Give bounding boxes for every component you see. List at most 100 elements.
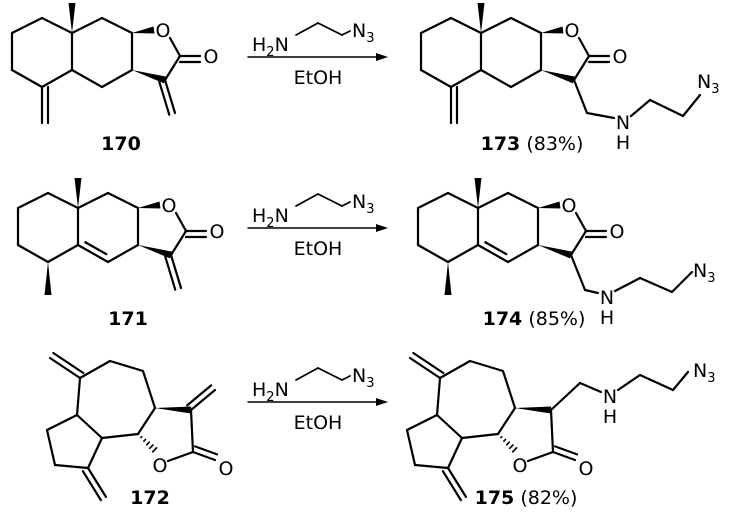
hashed-bond — [505, 441, 511, 446]
lactone-wedge — [515, 406, 552, 414]
reagent-amine: H2N — [252, 205, 289, 231]
compound-number: 171 — [108, 308, 148, 330]
bond — [100, 16, 134, 35]
bond — [70, 68, 104, 89]
bond — [435, 376, 442, 417]
arrow-head-icon — [376, 224, 388, 232]
bond — [16, 191, 50, 210]
bond — [168, 36, 182, 58]
ring-oxygen: O — [565, 20, 580, 42]
carbonyl-second — [553, 445, 579, 456]
carbonyl-second — [193, 445, 219, 456]
bond — [166, 450, 195, 463]
exocyclic-methylene — [169, 253, 183, 290]
side-chain-bond — [578, 381, 603, 394]
ring-oxygen: O — [153, 455, 168, 477]
bond — [438, 359, 472, 380]
amine-h: H — [252, 205, 266, 227]
bond — [572, 54, 591, 82]
bond — [10, 68, 44, 89]
compound-number: 175 — [475, 487, 515, 509]
amine-hydrogen: H — [616, 132, 630, 154]
compound-label: 174 (85%) — [483, 308, 586, 330]
bond — [174, 211, 188, 233]
bond — [100, 432, 140, 440]
reagent-solvent: EtOH — [294, 412, 343, 434]
compound-number: 170 — [101, 133, 141, 155]
methyl-wedge — [74, 178, 82, 208]
exocyclic-methylene — [189, 388, 217, 412]
bond — [419, 68, 453, 89]
hashed-bond — [145, 441, 151, 446]
exocyclic-methylene-second — [158, 80, 171, 116]
side-chain-bond — [629, 98, 652, 118]
ring-double-bond-inner — [484, 241, 508, 256]
bond — [40, 68, 74, 89]
amine-h-subscript: 2 — [266, 390, 274, 405]
bond — [509, 68, 543, 89]
side-chain-bond — [616, 373, 642, 392]
bond — [45, 413, 79, 432]
azide-subscript: 3 — [707, 271, 715, 286]
bond — [549, 408, 555, 454]
exocyclic-methylene-second — [441, 470, 463, 502]
bond — [449, 16, 483, 35]
methyl-wedge — [477, 3, 485, 33]
azide-group: N3 — [697, 71, 720, 97]
amine-n: N — [275, 205, 289, 227]
azide-subscript: 3 — [711, 82, 719, 97]
ring-oxygen: O — [156, 20, 171, 42]
bond — [416, 191, 450, 210]
compound-label: 171 — [108, 308, 148, 330]
reagent-solvent: EtOH — [294, 238, 343, 260]
lactone-wedge — [538, 201, 561, 209]
side-chain-bond — [569, 253, 587, 292]
amine-h: H — [252, 34, 266, 56]
exocyclic-methylene — [163, 78, 177, 115]
amine-h-subscript: 2 — [266, 216, 274, 231]
azide-subscript: 3 — [366, 376, 374, 391]
compound-number: 174 — [483, 308, 523, 330]
bond — [100, 68, 134, 89]
lactone-wedge — [541, 26, 564, 34]
hashed-bond — [140, 435, 143, 439]
bond — [86, 436, 104, 470]
bond — [46, 191, 80, 210]
bond — [446, 191, 480, 210]
exocyclic-methylene — [446, 466, 468, 499]
side-chain-bond — [648, 98, 685, 118]
bond — [526, 450, 555, 463]
bond — [506, 191, 540, 210]
side-chain-bond — [549, 381, 582, 412]
bond — [141, 369, 157, 410]
bond — [419, 16, 453, 35]
methyl-wedge — [444, 262, 452, 295]
side-chain-bond — [583, 288, 600, 295]
hashed-bond — [511, 446, 518, 453]
bond — [509, 16, 543, 35]
azide-subscript: 3 — [366, 202, 374, 217]
bond — [189, 408, 195, 454]
hashed-bond — [500, 435, 503, 439]
exocyclic-methylene-second — [412, 351, 445, 375]
amine-hydrogen: H — [600, 307, 614, 329]
ring-double-bond-inner — [84, 241, 108, 256]
yield: (85%) — [522, 308, 585, 330]
arrow-head-icon — [376, 53, 388, 61]
bond — [468, 359, 505, 373]
amine-hydrogen: H — [603, 406, 617, 428]
azide-n: N — [352, 20, 366, 42]
bond — [78, 359, 112, 380]
carbonyl-oxygen: O — [204, 46, 219, 68]
bond — [460, 432, 500, 440]
azide-n: N — [352, 365, 366, 387]
bond — [53, 463, 90, 470]
side-chain-bond — [670, 270, 694, 294]
side-chain-bond — [572, 78, 589, 115]
ring-oxygen: O — [162, 195, 177, 217]
methyl-wedge — [44, 262, 52, 295]
exocyclic-methylene-second — [52, 351, 85, 375]
carbonyl-oxygen: O — [579, 458, 594, 480]
lactone-wedge — [541, 70, 576, 84]
